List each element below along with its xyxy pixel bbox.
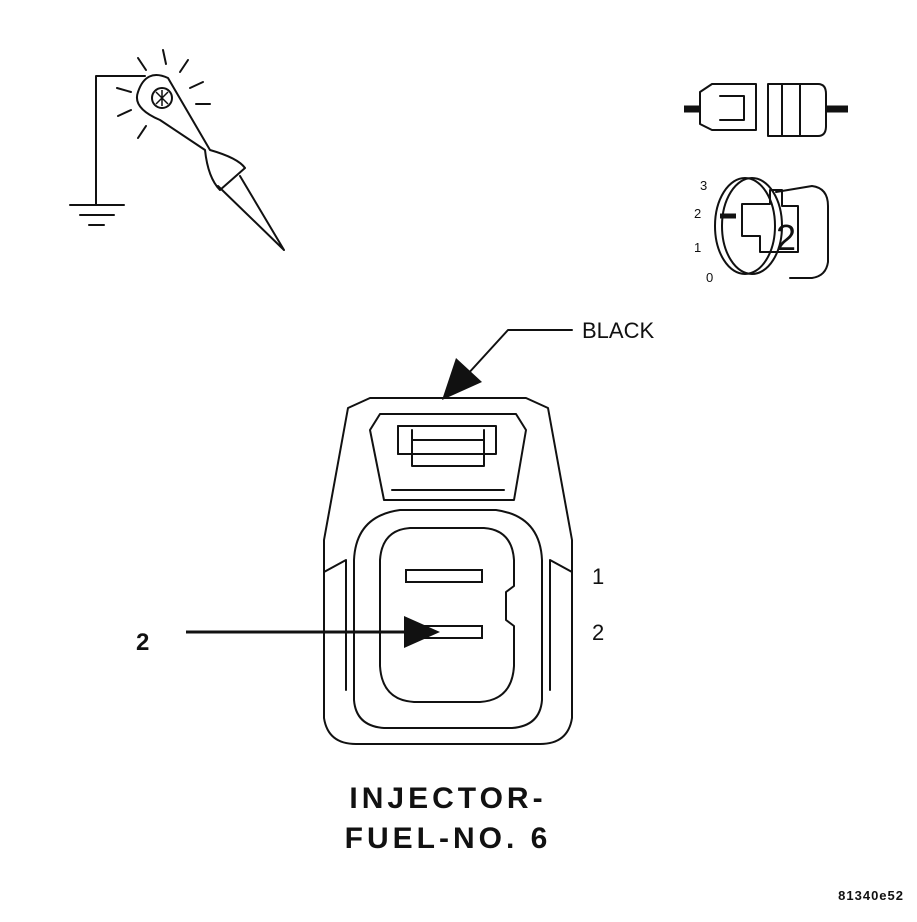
connector-color-label: BLACK	[582, 318, 654, 343]
key-position-selected: 2	[776, 217, 796, 258]
callout-pin-label: 2	[136, 629, 149, 656]
key-mark-2: 2	[694, 206, 701, 221]
ground-symbol-icon	[69, 204, 125, 226]
pin-1-terminal	[405, 569, 483, 583]
ignition-key-position-icon: 3 2 1 0 2	[694, 177, 829, 285]
pin-label-1: 1	[592, 564, 604, 589]
pin-label-2: 2	[592, 620, 604, 645]
fuel-injector-connector	[323, 397, 573, 745]
figure-id: 81340e52	[838, 888, 904, 903]
key-mark-3: 3	[700, 178, 707, 193]
caption-line-1: INJECTOR-	[349, 782, 546, 815]
connector-color-callout: BLACK	[442, 318, 654, 400]
key-mark-1: 1	[694, 240, 701, 255]
caption-line-2: FUEL-NO. 6	[345, 822, 552, 855]
connector-disconnected-icon	[684, 83, 848, 137]
key-mark-0: 0	[706, 270, 713, 285]
test-light-probe-icon	[69, 49, 285, 251]
pin-callout-arrow: 2	[136, 616, 440, 656]
